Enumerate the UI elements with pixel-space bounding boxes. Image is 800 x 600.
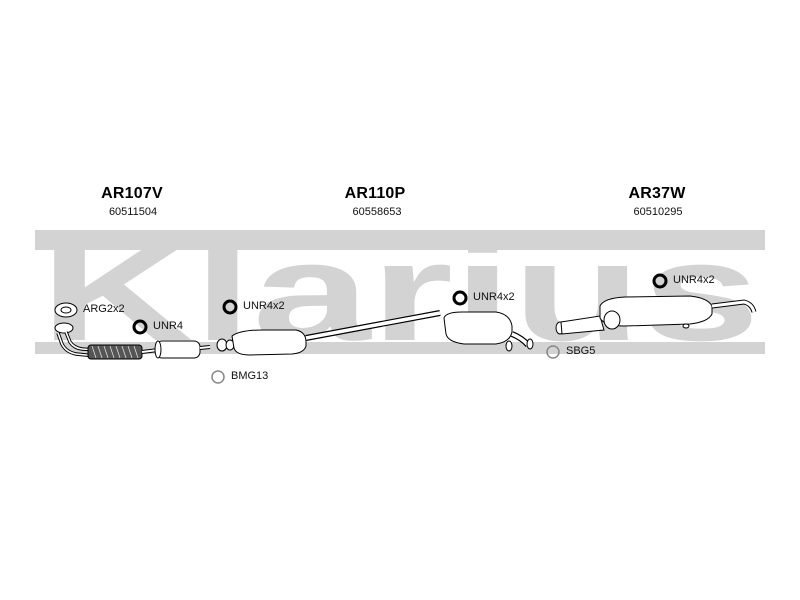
accessory-label: UNR4 — [153, 320, 183, 332]
part-code: AR107V — [101, 185, 163, 202]
ring-icon — [132, 319, 148, 335]
ring-icon — [222, 299, 238, 315]
ring-icon — [211, 370, 225, 384]
ring-icon — [652, 273, 668, 289]
part-reference: 60558653 — [352, 206, 402, 218]
part-code: AR37W — [628, 185, 686, 202]
middle-pipe-part[interactable] — [216, 310, 534, 356]
klarius-watermark-logo: Klarius — [35, 213, 765, 370]
part-reference: 60511504 — [108, 206, 158, 218]
watermark-text: Klarius — [40, 213, 760, 370]
part-code: AR110P — [344, 185, 406, 202]
accessory-label: UNR4x2 — [673, 274, 715, 286]
accessory-label: ARG2x2 — [83, 303, 125, 315]
gasket-icon — [54, 302, 78, 318]
part-reference: 60510295 — [633, 206, 683, 218]
ring-icon — [452, 290, 468, 306]
ring-icon — [546, 345, 560, 359]
rear-silencer-part[interactable] — [555, 295, 757, 335]
accessory-label: UNR4x2 — [243, 300, 285, 312]
accessory-label: BMG13 — [231, 370, 269, 382]
front-pipe-part[interactable] — [54, 322, 211, 360]
accessory-label: UNR4x2 — [473, 291, 515, 303]
accessory-label: SBG5 — [566, 345, 596, 357]
